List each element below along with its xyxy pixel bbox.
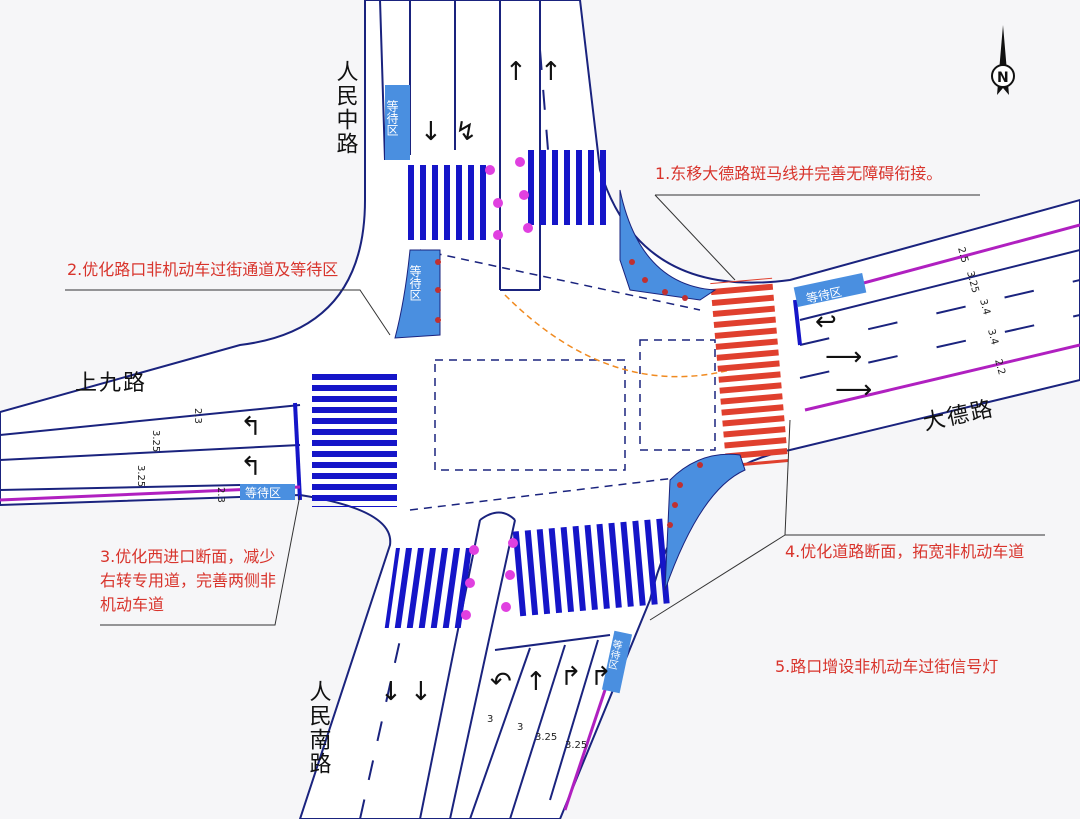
svg-text:↓: ↓ [420, 117, 442, 147]
road-name-south: 人民南路 [306, 680, 332, 776]
signal-dots [461, 157, 533, 620]
note-3: 3.优化西进口断面，减少右转专用道，完善两侧非机动车道 [100, 547, 277, 614]
dim-west-2: 3.25 [150, 430, 161, 452]
compass-label: N [997, 70, 1009, 86]
dim-east-5: 2.2 [992, 358, 1007, 376]
dim-west-3: 3.25 [135, 465, 146, 487]
dim-west-1: 2.3 [192, 408, 203, 424]
svg-text:↱: ↱ [590, 662, 612, 692]
svg-text:↑: ↑ [505, 57, 527, 87]
note-2: 2.优化路口非机动车过街通道及等待区 [67, 260, 339, 279]
east-lanes [793, 223, 1080, 412]
turn-arc [504, 294, 731, 378]
waiting-label-nw: 等待区 [408, 265, 422, 301]
note-1: 1.东移大德路斑马线并完善无障碍衔接。 [655, 164, 943, 183]
waiting-area-north [385, 85, 410, 160]
waiting-area-ne [619, 189, 717, 301]
svg-text:↑: ↑ [525, 667, 547, 697]
dim-south-3: 3.25 [535, 732, 557, 743]
svg-text:↰: ↰ [240, 452, 262, 482]
dim-east-3: 3.4 [977, 298, 992, 316]
dim-east-1: 2.5 [955, 246, 970, 264]
dim-south-1: 3 [487, 714, 493, 725]
crosswalk-east-red [710, 277, 789, 468]
svg-text:↱: ↱ [560, 662, 582, 692]
guide-lines [409, 249, 716, 511]
svg-text:↓: ↓ [410, 677, 432, 707]
waiting-area-south [601, 630, 633, 694]
svg-text:↑: ↑ [540, 57, 562, 87]
crosswalk-north-left [402, 165, 490, 240]
lane-arrows: ↓ ↯ ↑ ↑ ↰ ↰ ↩ ⟶⟶ ↓ ↓ ↶ ↑ ↱ ↱ [240, 57, 872, 707]
bollard-dots [435, 259, 703, 528]
waiting-area-nw [394, 249, 441, 339]
waiting-area-east [793, 272, 867, 308]
note-4: 4.优化道路断面，拓宽非机动车道 [785, 542, 1025, 561]
north-arrow-icon: N [991, 25, 1015, 95]
svg-text:↓: ↓ [380, 677, 402, 707]
dim-west-4: 2.3 [215, 487, 226, 503]
note-5: 5.路口增设非机动车过街信号灯 [775, 657, 999, 676]
dim-east-4: 3.4 [985, 328, 1000, 346]
svg-text:↰: ↰ [240, 412, 262, 442]
svg-text:⟶: ⟶ [835, 375, 872, 405]
crosswalk-west [312, 372, 397, 507]
waiting-area-se [664, 453, 746, 591]
svg-text:⟶: ⟶ [825, 342, 862, 372]
svg-text:↩: ↩ [815, 307, 837, 337]
road-name-north: 人民中路 [333, 60, 359, 156]
leader-lines [65, 194, 1045, 626]
svg-text:↯: ↯ [455, 117, 477, 147]
dim-south-4: 3.25 [565, 740, 587, 751]
dim-south-2: 3 [517, 722, 523, 733]
waiting-label-north: 等待区 [385, 100, 399, 136]
waiting-label-west: 等待区 [245, 486, 281, 500]
crosswalk-north-right [527, 150, 607, 225]
crosswalk-south-left [384, 548, 474, 628]
waiting-area-west [240, 484, 295, 500]
road-name-west: 上九路 [75, 371, 147, 396]
crosswalk-south-right [508, 518, 671, 617]
svg-text:↶: ↶ [490, 667, 512, 697]
